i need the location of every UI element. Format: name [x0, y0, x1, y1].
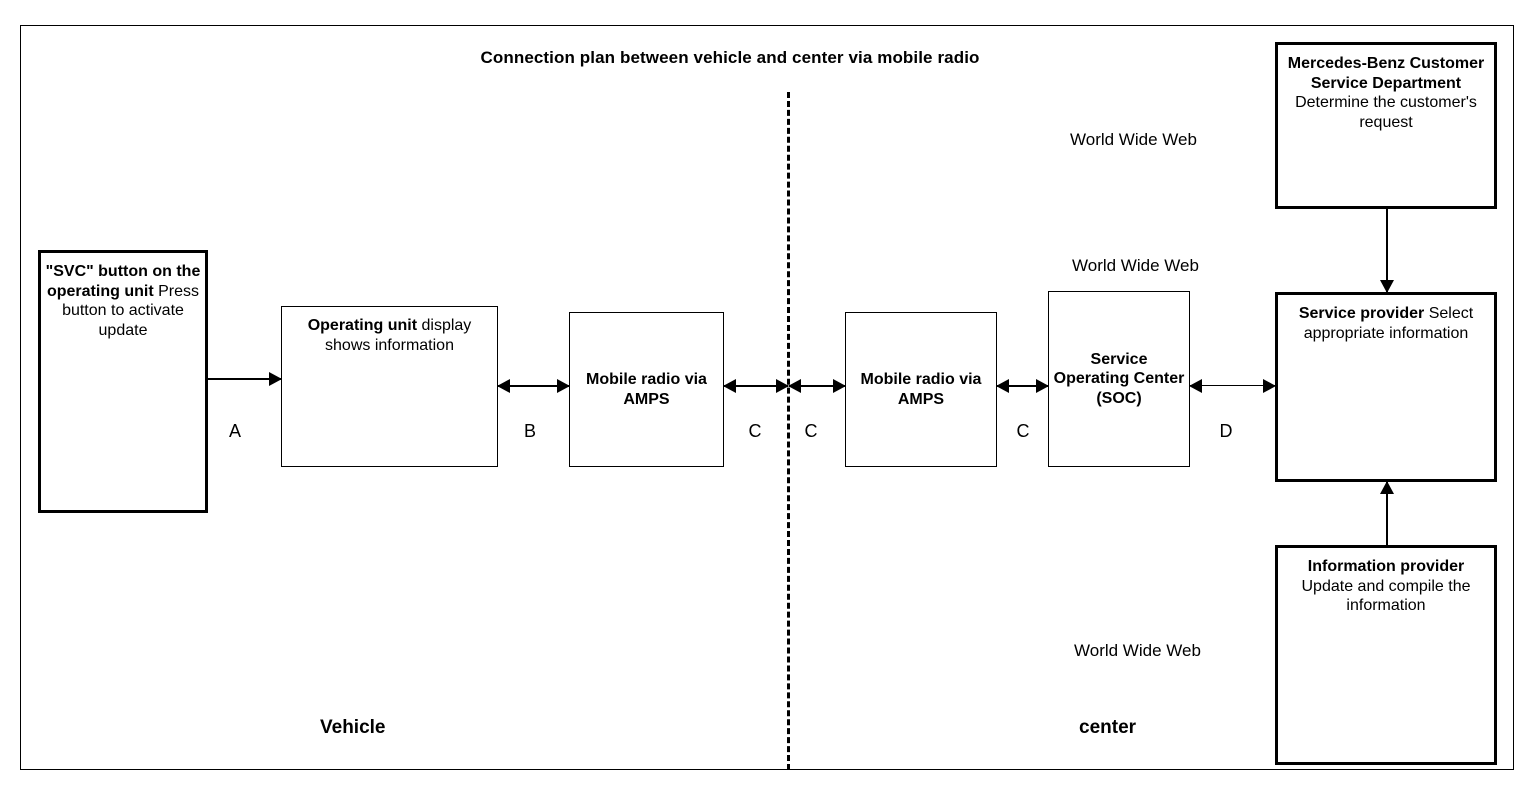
arrowhead-right-icon: [1036, 379, 1049, 393]
label-world-wide-web-top: World Wide Web: [1070, 130, 1197, 149]
arrowhead-right-icon: [833, 379, 846, 393]
box-svc-button[interactable]: "SVC" button on the operating unit Press…: [38, 250, 208, 513]
connector-b: [497, 379, 570, 393]
box-svc-button-body: Press button to activate update: [62, 282, 199, 339]
box-service-provider-text: Service provider Select appropriate info…: [1278, 295, 1494, 343]
box-service-provider-heading: Service provider: [1298, 305, 1425, 322]
box-mercedes-customer-service-body: Determine the customer's request: [1295, 94, 1477, 131]
box-mercedes-customer-service-heading: Mercedes-Benz Customer Service Departmen…: [1287, 55, 1485, 92]
connector-mercedes-to-provider: [1380, 209, 1394, 293]
box-service-operating-center-text: Service Operating Center (SOC): [1049, 350, 1189, 409]
connector-label-c-right: C: [804, 421, 818, 441]
connector-label-a: A: [228, 421, 241, 441]
connector-label-c-left: C: [748, 421, 762, 441]
box-information-provider-body: Update and compile the information: [1301, 577, 1471, 615]
box-operating-unit-text: Operating unit display shows information: [282, 307, 497, 355]
box-information-provider[interactable]: Information provider Update and compile …: [1275, 545, 1497, 765]
box-service-operating-center-heading: Service Operating Center (SOC): [1053, 350, 1185, 407]
zone-label-center: center: [1079, 717, 1137, 738]
connector-c-center: [996, 379, 1049, 393]
connector-c-right: [788, 379, 846, 393]
connector-a: [208, 372, 282, 386]
box-service-provider[interactable]: Service provider Select appropriate info…: [1275, 292, 1497, 482]
box-mobile-radio-center-heading: Mobile radio via AMPS: [860, 370, 982, 408]
arrowhead-left-icon: [497, 379, 510, 393]
box-svc-button-heading: "SVC" button on the operating unit: [45, 263, 201, 300]
box-information-provider-text: Information provider Update and compile …: [1278, 548, 1494, 616]
connector-label-c-center: C: [1016, 421, 1030, 441]
box-mercedes-customer-service-text: Mercedes-Benz Customer Service Departmen…: [1278, 45, 1494, 132]
zone-label-vehicle: Vehicle: [320, 717, 386, 738]
connector-infoprovider-to-provider: [1380, 481, 1394, 545]
box-mobile-radio-center-text: Mobile radio via AMPS: [846, 370, 996, 409]
arrowhead-right-icon: [557, 379, 570, 393]
connector-label-b: B: [523, 421, 536, 441]
box-mobile-radio-vehicle-text: Mobile radio via AMPS: [570, 370, 723, 409]
box-operating-unit[interactable]: Operating unit display shows information: [281, 306, 498, 467]
arrowhead-left-icon: [996, 379, 1009, 393]
box-mobile-radio-vehicle[interactable]: Mobile radio via AMPS: [569, 312, 724, 467]
box-service-operating-center[interactable]: Service Operating Center (SOC): [1048, 291, 1190, 467]
arrowhead-left-icon: [723, 379, 736, 393]
diagram-title: Connection plan between vehicle and cent…: [480, 48, 980, 67]
box-mercedes-customer-service[interactable]: Mercedes-Benz Customer Service Departmen…: [1275, 42, 1497, 209]
connector-d: [1189, 378, 1276, 393]
connector-label-d: D: [1219, 421, 1233, 441]
diagram-frame: [20, 25, 1514, 770]
label-world-wide-web-bottom: World Wide Web: [1074, 641, 1201, 660]
box-svc-button-text: "SVC" button on the operating unit Press…: [41, 253, 205, 340]
arrowhead-down-icon: [1380, 280, 1394, 293]
label-world-wide-web-middle: World Wide Web: [1072, 256, 1199, 275]
arrowhead-left-icon: [788, 379, 801, 393]
box-mobile-radio-center[interactable]: Mobile radio via AMPS: [845, 312, 997, 467]
arrowhead-right-icon: [776, 379, 789, 393]
box-information-provider-heading: Information provider: [1307, 558, 1465, 575]
box-operating-unit-body: display shows information: [325, 317, 472, 354]
connector-c-left: [723, 379, 789, 393]
arrowhead-up-icon: [1380, 481, 1394, 494]
box-service-provider-body: Select appropriate information: [1303, 305, 1474, 342]
box-operating-unit-heading: Operating unit: [307, 317, 418, 334]
arrowhead-right-icon: [1263, 378, 1276, 393]
arrowhead-right-icon: [269, 372, 282, 386]
vehicle-center-divider: [787, 92, 790, 770]
arrowhead-left-icon: [1189, 378, 1202, 393]
box-mobile-radio-vehicle-heading: Mobile radio via AMPS: [586, 370, 707, 408]
